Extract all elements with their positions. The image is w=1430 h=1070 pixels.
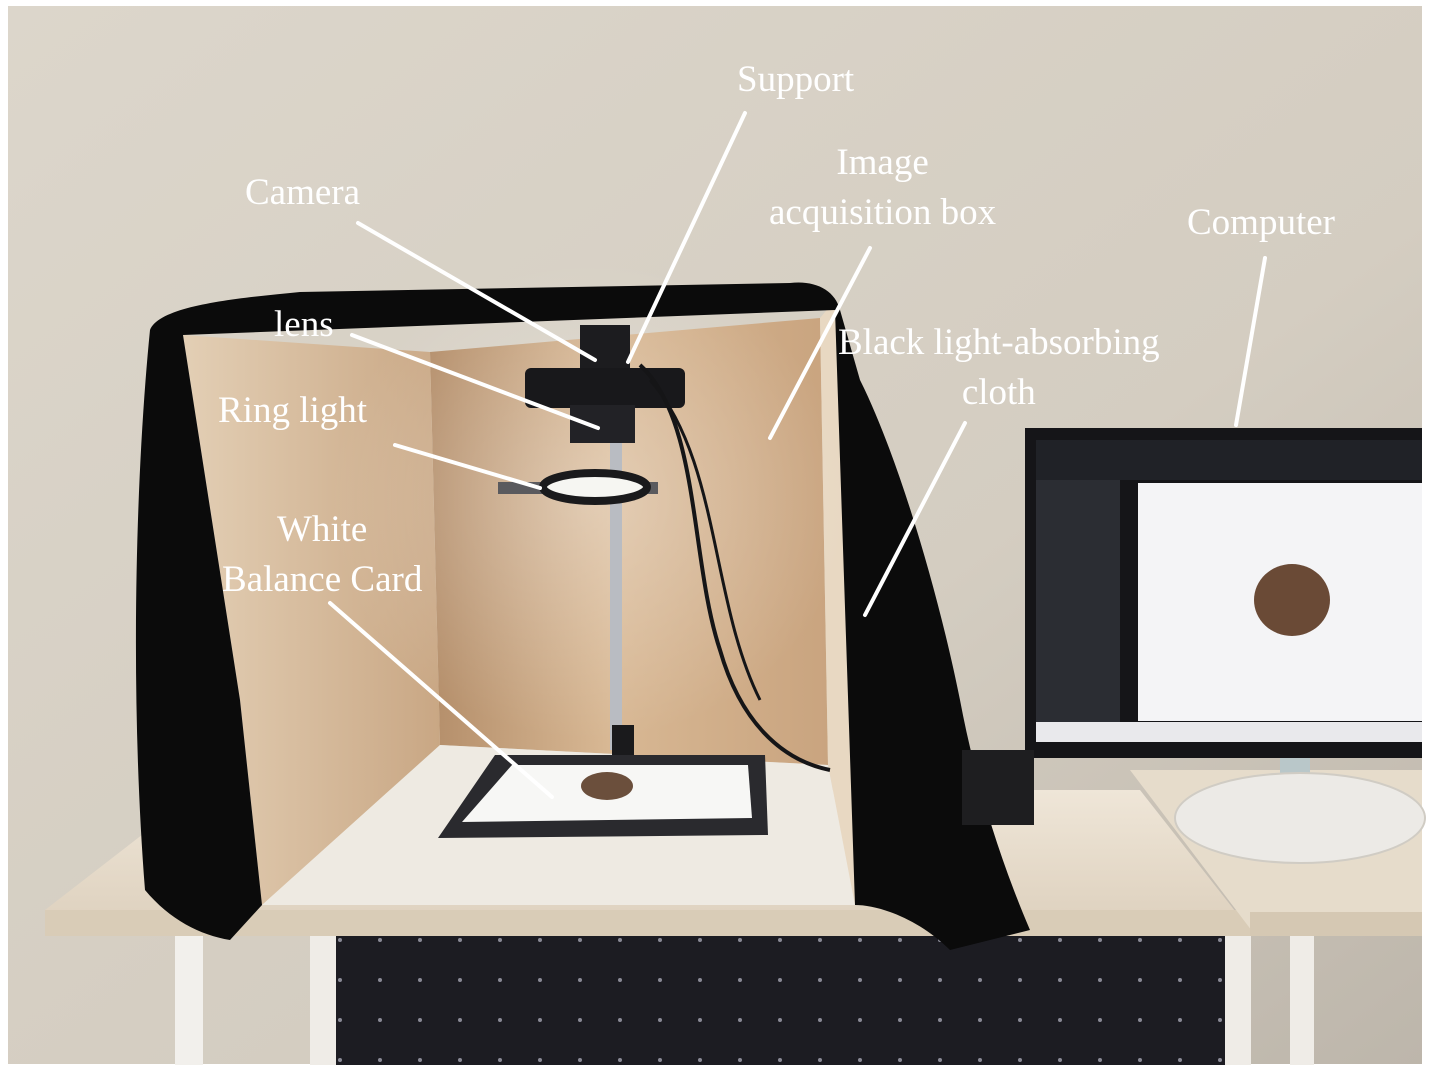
monitor-toolbar xyxy=(1036,440,1422,480)
label-image-box-line2: acquisition box xyxy=(769,191,997,233)
camera-cable-2 xyxy=(648,379,762,701)
desk-edge-right xyxy=(1250,912,1422,936)
line-white-card xyxy=(328,601,554,799)
camera-cable xyxy=(638,363,831,772)
desk-leg-mid xyxy=(310,930,336,1065)
label-support-text: Support xyxy=(737,59,855,100)
monitor-sidebar xyxy=(1036,480,1120,742)
line-computer xyxy=(1234,256,1267,427)
annotation-lines xyxy=(328,111,1267,799)
label-camera-text: Camera xyxy=(245,172,361,213)
line-cloth xyxy=(863,421,967,617)
label-cloth-line1: Black light-absorbing xyxy=(838,322,1160,363)
label-ring-light: Ring light xyxy=(218,386,367,436)
label-lens: lens xyxy=(274,300,334,350)
desk-modesty-panel xyxy=(330,935,1230,1065)
label-computer: Computer xyxy=(1187,198,1335,248)
label-cloth-line2: cloth xyxy=(961,371,1036,413)
camera-body xyxy=(580,325,630,370)
power-box xyxy=(962,750,1034,825)
label-image-acquisition-box: Image acquisition box xyxy=(769,138,996,238)
label-white-card-line1: White xyxy=(276,509,368,550)
black-cloth xyxy=(135,282,1030,950)
lens-body xyxy=(570,405,635,443)
label-image-box-line1: Image xyxy=(836,142,929,183)
stand-collar xyxy=(612,725,634,755)
line-lens xyxy=(350,333,600,430)
stand-pole xyxy=(610,430,622,750)
label-camera: Camera xyxy=(245,168,360,218)
desk-leg-left xyxy=(175,930,203,1065)
label-black-cloth: Black light-absorbing cloth xyxy=(838,318,1160,418)
label-ring-light-text: Ring light xyxy=(218,390,368,431)
label-lens-text: lens xyxy=(274,304,334,345)
monitor-stand xyxy=(1174,772,1426,864)
camera-mount xyxy=(525,368,685,408)
label-white-balance-card: White Balance Card xyxy=(222,505,422,605)
line-support xyxy=(626,111,747,364)
monitor-statusbar xyxy=(1036,722,1422,742)
label-support: Support xyxy=(737,55,854,105)
monitor-seed-image xyxy=(1254,564,1330,636)
line-image-box xyxy=(768,246,872,440)
ring-light xyxy=(539,469,651,505)
label-white-card-line2: Balance Card xyxy=(222,558,423,600)
desk-leg-right xyxy=(1225,930,1251,1065)
sample-seed xyxy=(581,772,633,800)
line-ring-light xyxy=(393,443,542,490)
label-computer-text: Computer xyxy=(1187,202,1335,243)
desk-leg-far-right xyxy=(1290,930,1314,1065)
line-camera xyxy=(356,221,597,362)
